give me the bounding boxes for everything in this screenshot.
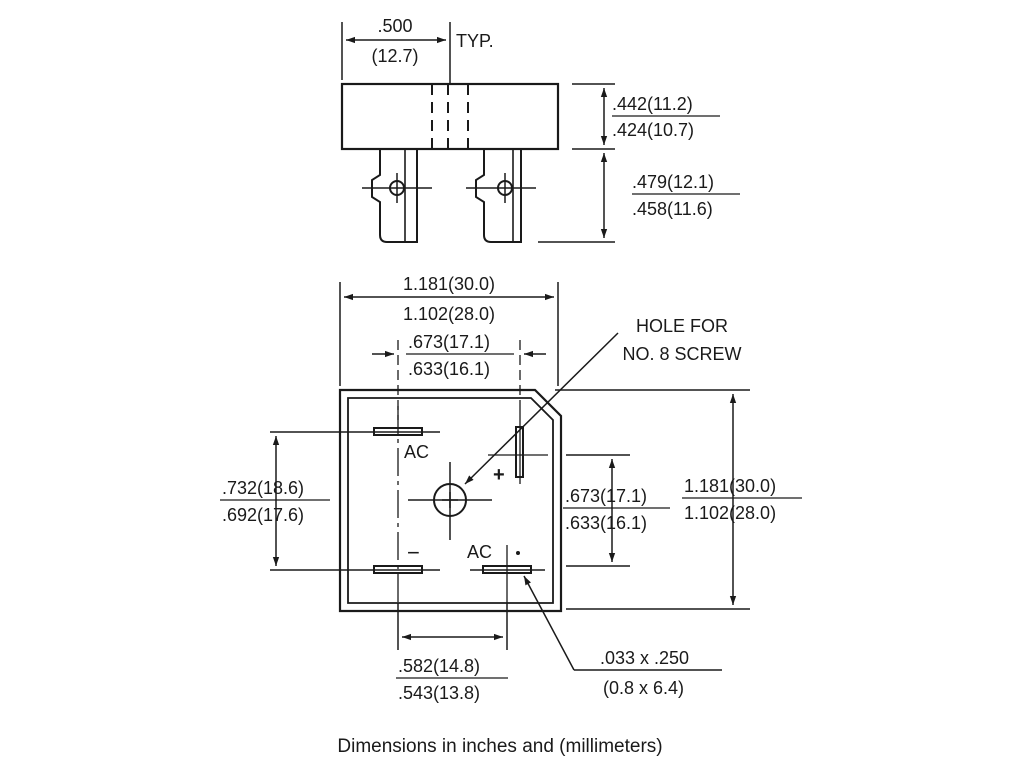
inner-width-min: .633(16.1) [408, 359, 490, 379]
pin-label-ac-bottom: AC [467, 542, 492, 562]
overall-width-min: 1.102(28.0) [403, 304, 495, 324]
pitch-millimeters: (12.7) [371, 46, 418, 66]
pin-label-minus: − [407, 540, 420, 565]
terminal-spacing-max: .582(14.8) [398, 656, 480, 676]
package-body-side [340, 82, 560, 151]
package-body-outline [338, 388, 563, 613]
package-body-inner-outline [347, 397, 554, 604]
pitch-inches: .500 [377, 16, 412, 36]
hole-note-line1: HOLE FOR [636, 316, 728, 336]
overall-height-min: 1.102(28.0) [684, 503, 776, 523]
body-height-min: .424(10.7) [612, 120, 694, 140]
pitch-typ-note: TYP. [456, 31, 494, 51]
pin-label-ac-top: AC [404, 442, 429, 462]
right-inner-height-max: .673(17.1) [565, 486, 647, 506]
body-height-max: .442(11.2) [612, 94, 693, 114]
left-height-max: .732(18.6) [222, 478, 304, 498]
terminal-size-millimeters: (0.8 x 6.4) [603, 678, 684, 698]
side-view: .500 (12.7) TYP. .442(11.2) .424(10.7) .… [340, 16, 740, 243]
terminal-spacing-min: .543(13.8) [398, 683, 480, 703]
overall-height-max: 1.181(30.0) [684, 476, 776, 496]
pin-label-plus: + [493, 464, 505, 486]
hole-note-line2: NO. 8 SCREW [622, 344, 741, 364]
lead-left [371, 149, 418, 243]
lead-length-min: .458(11.6) [632, 199, 713, 219]
caption: Dimensions in inches and (millimeters) [337, 736, 662, 757]
overall-width-max: 1.181(30.0) [403, 274, 495, 294]
lead-length-max: .479(12.1) [632, 172, 714, 192]
terminal-size-inches: .033 x .250 [600, 648, 689, 668]
inner-width-max: .673(17.1) [408, 332, 490, 352]
lead-right [475, 149, 522, 243]
plan-view: AC AC + − 1.181(30.0) 1.102(28.0) .673(1… [220, 274, 802, 703]
left-height-min: .692(17.6) [222, 505, 304, 525]
right-inner-height-min: .633(16.1) [565, 513, 647, 533]
